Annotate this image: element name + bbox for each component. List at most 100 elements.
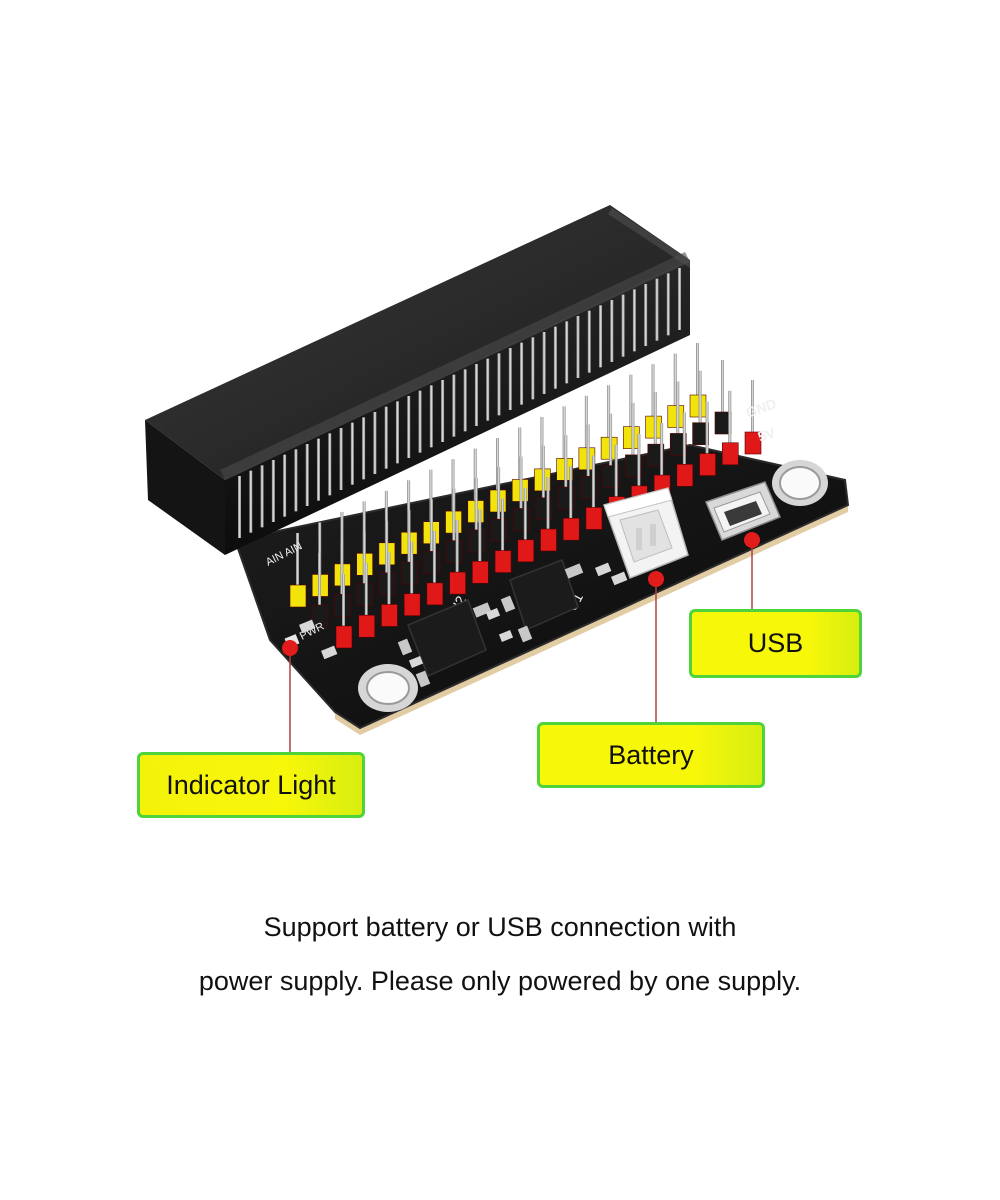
contact-pin [418, 390, 422, 453]
header-black-housing [378, 572, 396, 596]
contact-pin [407, 396, 411, 458]
header-red-housing [494, 550, 512, 573]
mounting-hole-right [772, 460, 828, 506]
marker-dot-usb [744, 532, 760, 548]
header-black-housing [468, 529, 486, 553]
header-pin [523, 487, 527, 544]
header-red-housing [403, 593, 421, 616]
connector-contact-pins [238, 268, 681, 538]
contact-pin [486, 358, 490, 421]
header-pin [387, 552, 391, 609]
mounting-hole-left [358, 664, 418, 712]
contact-pin [610, 300, 614, 362]
contact-pin [249, 470, 253, 533]
contact-pin [520, 342, 524, 405]
header-pin [518, 427, 522, 484]
contact-pin [441, 380, 445, 442]
contact-pin [655, 278, 659, 341]
micro-usb-port [704, 481, 781, 541]
contact-pin [452, 374, 456, 437]
header-pin [728, 390, 732, 447]
contact-pin [271, 460, 275, 522]
header-pin [637, 433, 641, 490]
header-pin [660, 423, 664, 480]
header-pin [673, 353, 677, 410]
header-pin [651, 364, 655, 421]
contact-pin [283, 454, 287, 517]
callout-indicator-light-label: Indicator Light [166, 769, 336, 800]
header-black-housing [423, 551, 441, 574]
header-pin [432, 530, 436, 587]
header-pin [569, 466, 573, 523]
contact-pin [362, 417, 366, 480]
header-pin [384, 490, 388, 547]
header-pin [705, 401, 709, 458]
header-red-housing [358, 614, 376, 638]
contact-pin [576, 316, 580, 378]
header-black-housing [513, 508, 530, 531]
header-pin [586, 424, 590, 481]
header-pin [497, 467, 501, 524]
contact-pin [553, 326, 557, 389]
header-pin [451, 459, 455, 516]
leader-usb [744, 532, 760, 609]
header-red-housing [721, 442, 739, 466]
header-pin [473, 448, 477, 505]
header-pin [364, 563, 368, 620]
contact-pin [497, 353, 501, 416]
header-pin [407, 510, 411, 567]
header-pin [682, 412, 686, 469]
contact-pin [542, 332, 546, 394]
header-pin [676, 381, 680, 438]
header-pin [564, 435, 568, 492]
caption-line-1: Support battery or USB connection with [263, 912, 737, 942]
header-pin [591, 455, 595, 512]
contact-pin [316, 438, 320, 501]
header-black-housing [647, 443, 665, 467]
contact-pin [599, 305, 603, 368]
marker-dot-indicator [282, 640, 298, 656]
header-red-housing [676, 464, 694, 487]
regulator-chip-u2 [397, 599, 492, 688]
header-pin [429, 499, 433, 556]
header-red-housing [449, 571, 466, 595]
contact-pin [666, 273, 670, 336]
header-yellow-housing [623, 426, 640, 449]
header-red-housing [517, 539, 535, 563]
header-red-housing [335, 625, 353, 649]
header-pin [519, 456, 523, 513]
callout-usb: USB [689, 609, 862, 678]
contact-pin [260, 465, 264, 528]
header-red-housing [699, 453, 716, 476]
header-red-housing [472, 561, 489, 584]
contact-pin [587, 310, 591, 373]
smd-components [299, 562, 628, 668]
header-yellow-housing [689, 394, 707, 418]
header-pin [631, 402, 635, 459]
callout-usb-label: USB [747, 628, 804, 658]
contact-pin [429, 385, 433, 448]
contact-pin [294, 449, 298, 512]
header-black-housing [401, 561, 418, 585]
contact-pin [463, 369, 467, 432]
marker-dot-battery [648, 571, 664, 587]
header-pin [318, 522, 322, 579]
contact-pin [395, 401, 399, 464]
contact-pin [373, 412, 377, 474]
contact-pin [621, 294, 625, 357]
header-pin [546, 477, 550, 533]
contact-pin [678, 268, 681, 330]
silkscreen-gnd: GND [744, 395, 779, 421]
header-pin [455, 520, 459, 577]
contact-pin [328, 433, 332, 496]
callout-battery: Battery [537, 722, 765, 788]
header-pin [696, 343, 699, 399]
header-pin [318, 553, 321, 609]
leader-indicator [282, 640, 298, 752]
callout-battery-label: Battery [608, 739, 694, 770]
header-yellow-housing [645, 415, 662, 439]
contact-pin [531, 337, 535, 400]
header-pin [362, 501, 366, 558]
leader-battery [648, 571, 664, 722]
